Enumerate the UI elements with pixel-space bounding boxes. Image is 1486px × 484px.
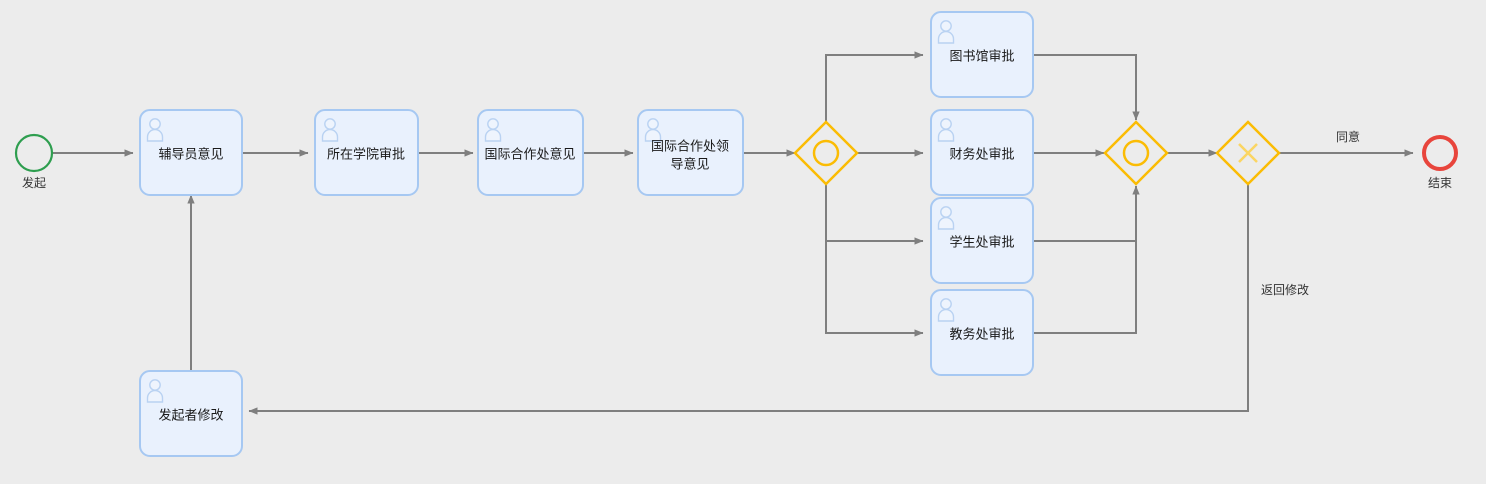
task-counselor-label: 辅导员意见 <box>158 146 223 161</box>
task-intl-office[interactable]: 国际合作处意见 <box>477 109 584 196</box>
task-intl-office-box <box>477 109 584 196</box>
user-task-icon <box>321 118 339 142</box>
gateway-decision[interactable] <box>1215 120 1281 186</box>
flow-split-to-library <box>825 51 924 122</box>
task-intl-office-label: 国际合作处意见 <box>484 146 575 161</box>
user-task-icon <box>644 118 662 142</box>
gateway-split[interactable] <box>793 120 859 186</box>
user-task-icon <box>146 379 164 403</box>
task-intl-leader-label-line1: 国际合作处领 <box>651 138 729 153</box>
task-finance-box <box>930 109 1034 196</box>
edge-label-return: 返回修改 <box>1261 282 1309 297</box>
task-college[interactable]: 所在学院审批 <box>314 109 419 196</box>
end-event-circle <box>1422 135 1458 171</box>
flow-split-to-academic <box>825 241 924 337</box>
user-task-icon <box>937 118 955 142</box>
task-college-box <box>314 109 419 196</box>
flow-student-affairs-to-join <box>1033 185 1140 242</box>
inclusive-gateway-inner-circle <box>1122 139 1150 167</box>
task-academic-box <box>930 289 1034 376</box>
flow-decision-to-applicant-edit <box>248 184 1249 415</box>
flow-split-to-student-affairs <box>825 184 924 245</box>
exclusive-gateway-x-mark <box>1238 143 1258 163</box>
task-applicant-edit[interactable]: 发起者修改 <box>139 370 243 457</box>
task-counselor-box <box>139 109 243 196</box>
task-student-affairs-label: 学生处审批 <box>949 234 1014 249</box>
start-event-circle <box>14 133 54 173</box>
user-task-icon <box>484 118 502 142</box>
inclusive-gateway-icon <box>793 120 859 186</box>
end-event[interactable]: 结束 <box>1422 135 1458 190</box>
user-task-icon <box>937 20 955 44</box>
task-intl-leader-label-line2: 导意见 <box>670 156 709 171</box>
task-finance-label: 财务处审批 <box>949 146 1014 161</box>
task-library-label: 图书馆审批 <box>949 48 1014 63</box>
flow-academic-to-join <box>1033 241 1137 334</box>
task-academic[interactable]: 教务处审批 <box>930 289 1034 376</box>
task-applicant-edit-box <box>139 370 243 457</box>
start-event-label: 发起 <box>22 175 46 190</box>
user-task-icon <box>146 118 164 142</box>
user-task-icon <box>937 206 955 230</box>
inclusive-gateway-icon <box>1103 120 1169 186</box>
gateway-join[interactable] <box>1103 120 1169 186</box>
task-applicant-edit-label: 发起者修改 <box>158 407 223 422</box>
inclusive-gateway-inner-circle <box>812 139 840 167</box>
task-college-label: 所在学院审批 <box>327 146 405 161</box>
user-task-icon <box>937 298 955 322</box>
task-student-affairs-box <box>930 197 1034 284</box>
task-library-box <box>930 11 1034 98</box>
task-intl-leader-box <box>637 109 744 196</box>
task-academic-label: 教务处审批 <box>949 326 1014 341</box>
edge-label-approve: 同意 <box>1336 129 1360 144</box>
task-library[interactable]: 图书馆审批 <box>930 11 1034 98</box>
exclusive-gateway-icon <box>1215 120 1281 186</box>
task-finance[interactable]: 财务处审批 <box>930 109 1034 196</box>
task-counselor[interactable]: 辅导员意见 <box>139 109 243 196</box>
end-event-label: 结束 <box>1428 176 1452 190</box>
task-intl-leader[interactable]: 国际合作处领 导意见 <box>637 109 744 196</box>
flow-library-to-join <box>1033 54 1140 121</box>
sequence-flows <box>53 51 1414 415</box>
task-student-affairs[interactable]: 学生处审批 <box>930 197 1034 284</box>
start-event[interactable]: 发起 <box>14 133 54 190</box>
